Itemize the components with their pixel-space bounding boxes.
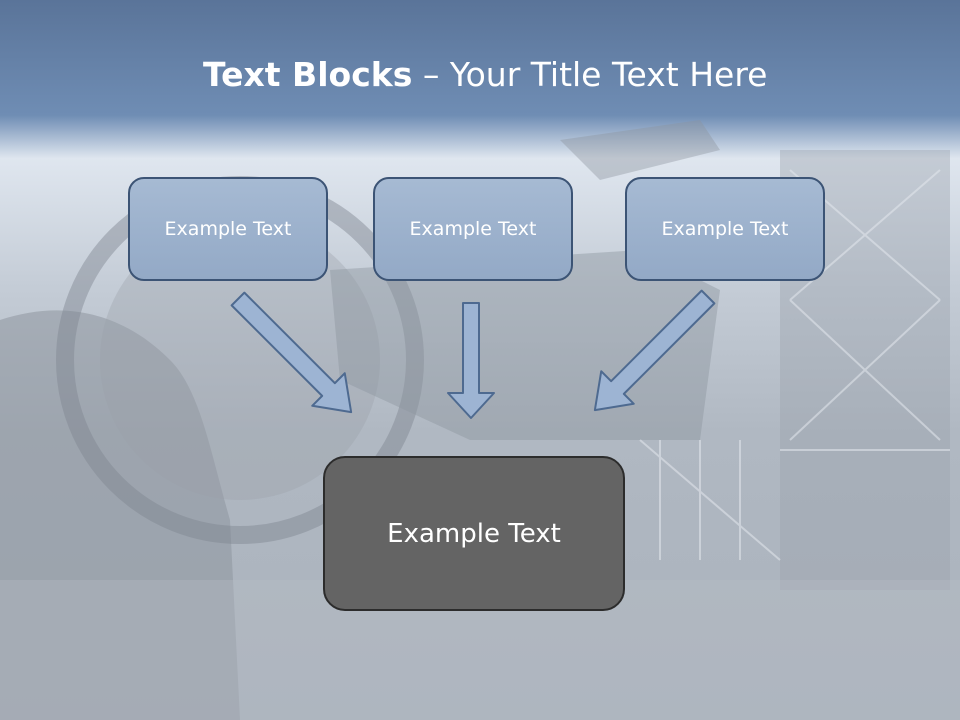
text-block-right-label: Example Text xyxy=(661,218,789,240)
arrow-right-to-target xyxy=(593,289,716,412)
text-block-left[interactable]: Example Text xyxy=(128,177,328,281)
text-block-left-label: Example Text xyxy=(164,218,292,240)
target-block[interactable]: Example Text xyxy=(323,456,625,611)
title-separator: – xyxy=(412,55,450,94)
arrow-center-to-target xyxy=(447,302,495,419)
title-regular: Your Title Text Here xyxy=(449,55,768,94)
slide-title: Text Blocks – Your Title Text Here xyxy=(203,52,903,102)
target-block-label: Example Text xyxy=(387,518,561,549)
text-block-right[interactable]: Example Text xyxy=(625,177,825,281)
text-block-center-label: Example Text xyxy=(409,218,537,240)
title-bold: Text Blocks xyxy=(203,55,413,94)
text-block-center[interactable]: Example Text xyxy=(373,177,573,281)
arrow-left-to-target xyxy=(230,291,353,414)
